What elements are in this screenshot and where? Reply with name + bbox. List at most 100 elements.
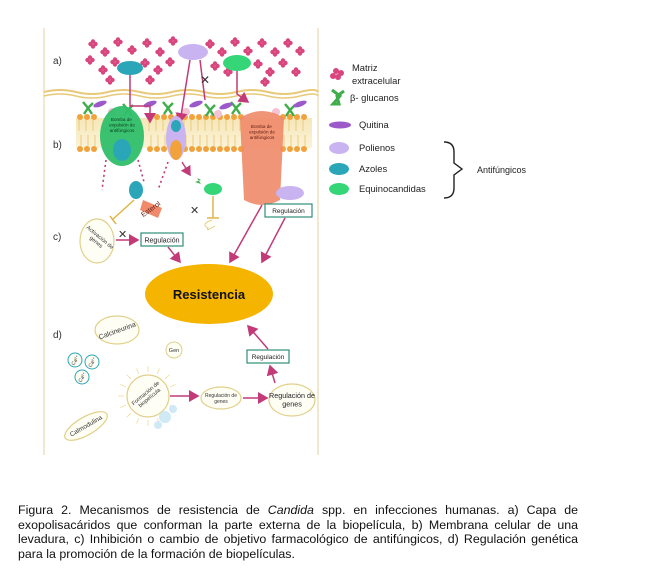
calcium-ion-2 xyxy=(84,354,100,370)
section-label-d: d) xyxy=(53,330,62,341)
legend-label-polyene: Polienos xyxy=(359,142,395,153)
antifungal-bracket xyxy=(443,141,464,199)
polyene-molecule xyxy=(178,44,208,60)
matrix-flower xyxy=(142,38,152,48)
regulation-box-c xyxy=(140,232,184,247)
activation-oval xyxy=(79,218,115,264)
matrix-flower xyxy=(168,36,178,46)
chitin-molecule xyxy=(189,100,203,108)
sun-ray xyxy=(136,417,140,424)
lipid-head xyxy=(224,114,230,120)
beta-glucan-icon xyxy=(329,88,345,106)
legend-label-matrix-2: extracelular xyxy=(352,75,400,86)
pump-to-resistance-arrow xyxy=(229,204,263,264)
matrix-flower xyxy=(153,65,163,75)
regulation-d-label: Regulación xyxy=(252,354,285,361)
resistance-label: Resistencia xyxy=(173,287,246,302)
matrix-flower xyxy=(205,39,215,49)
lipid-head xyxy=(84,114,90,120)
extracellular-matrix xyxy=(85,36,305,87)
lipid-head xyxy=(91,114,97,120)
azole-icon xyxy=(329,163,349,175)
regulation-d-arrow xyxy=(247,324,269,350)
section-label-a: a) xyxy=(53,56,62,67)
antifungal-label: Antifúngicos xyxy=(477,165,527,175)
regulation-right-arrow xyxy=(260,217,286,264)
matrix-flower xyxy=(155,47,165,57)
block-mark-icon-3: ✕ xyxy=(118,229,127,241)
azole-molecule xyxy=(117,61,143,75)
sun-ray xyxy=(120,404,127,408)
matrix-blob xyxy=(214,110,222,118)
bubble-1 xyxy=(159,411,171,423)
calcium-ion-3 xyxy=(74,369,90,385)
polyene-core xyxy=(170,140,182,160)
lipid-head xyxy=(217,146,223,152)
azole-entry-arrow xyxy=(129,75,156,124)
gene-regulation-up-arrow xyxy=(266,364,279,384)
bubble-2 xyxy=(169,405,177,413)
echinocandin-icon xyxy=(329,183,349,195)
lipid-head xyxy=(294,146,300,152)
lipid-head xyxy=(161,114,167,120)
lipid-head xyxy=(196,146,202,152)
polyene-outside xyxy=(276,186,304,200)
polyene-azole xyxy=(171,120,181,132)
matrix-flower xyxy=(127,45,137,55)
beta-glucan-molecule xyxy=(230,101,242,115)
azole-near-sterol xyxy=(129,181,143,199)
matrix-flower xyxy=(88,39,98,49)
beta-glucan-molecule xyxy=(82,101,94,115)
matrix-flower xyxy=(113,37,123,47)
lipid-head xyxy=(287,114,293,120)
chitin-molecule xyxy=(219,102,233,110)
regulation-box-right xyxy=(264,203,313,218)
resistance-oval xyxy=(145,264,273,324)
glucan-inside xyxy=(195,178,201,184)
polyene-icon xyxy=(329,142,349,154)
matrix-flower xyxy=(100,47,110,57)
lipid-head xyxy=(154,114,160,120)
matrix-flower-icon xyxy=(330,68,344,80)
matrix-flower xyxy=(210,61,220,71)
gen-label: Gen xyxy=(169,348,179,354)
chitin-icon xyxy=(329,121,351,129)
matrix-flower xyxy=(291,67,301,77)
matrix-flower xyxy=(278,58,288,68)
matrix-flower xyxy=(295,46,305,56)
matrix-flower xyxy=(230,37,240,47)
regulation-box-d xyxy=(246,349,290,364)
matrix-flower xyxy=(98,65,108,75)
lipid-head xyxy=(77,114,83,120)
matrix-flower xyxy=(253,59,263,69)
matrix-flower xyxy=(105,75,115,85)
sun-ray xyxy=(126,374,132,380)
lipid-head xyxy=(203,146,209,152)
matrix-flower xyxy=(257,38,267,48)
efflux-pump-left xyxy=(100,106,144,166)
pump-left-dotted-2 xyxy=(137,159,145,183)
block-mark-icon-2: ✕ xyxy=(190,205,199,217)
sun-ray xyxy=(136,368,140,375)
legend-label-chitin: Quitina xyxy=(359,119,389,130)
echinocandin-molecule xyxy=(223,55,251,71)
calcium-ion-1 xyxy=(67,352,83,368)
polyene-dotted xyxy=(157,161,169,191)
lipid-head xyxy=(224,146,230,152)
matrix-flower xyxy=(283,38,293,48)
regulation-c-label: Regulación xyxy=(144,238,179,245)
lipid-head xyxy=(77,146,83,152)
caption-italic: Candida xyxy=(267,503,314,517)
section-label-b: b) xyxy=(53,140,62,151)
matrix-flower xyxy=(110,57,120,67)
lipid-head xyxy=(91,146,97,152)
cell-wall-line-inner xyxy=(43,93,319,99)
pump-left-dotted-1 xyxy=(101,159,107,191)
echinocandin-arrow xyxy=(236,71,250,103)
lipid-head xyxy=(210,146,216,152)
matrix-flower xyxy=(217,47,227,57)
efflux-pump-right xyxy=(240,111,284,205)
lipid-head xyxy=(301,114,307,120)
caption-suffix: spp. en infecciones humanas. a) Capa de … xyxy=(18,503,578,561)
gen-circle xyxy=(165,341,183,359)
